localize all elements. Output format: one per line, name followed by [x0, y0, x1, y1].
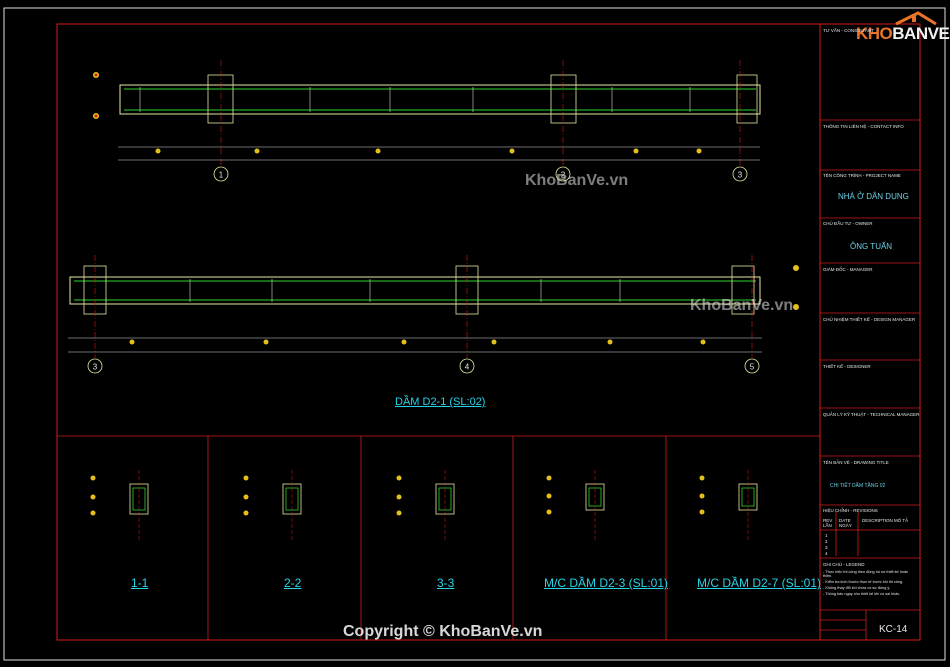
axis-bubble — [732, 166, 748, 182]
tb-rev-col: REV LẦN — [823, 518, 833, 528]
tb-contact-label: THÔNG TIN LIÊN HỆ - CONTACT INFO — [823, 124, 904, 129]
section-d2-3-drawing — [546, 470, 605, 540]
section-3-3-drawing — [396, 470, 455, 540]
axis-bubble — [555, 166, 571, 182]
axis-bubble — [87, 358, 103, 374]
beam-lower — [68, 255, 799, 358]
axis-label: 2 — [561, 171, 566, 180]
tb-tech-manager-label: QUẢN LÝ KỸ THUẬT - TECHNICAL MANAGER — [823, 412, 920, 417]
axis-label: 3 — [93, 363, 98, 372]
tb-drawing-title-label: TÊN BẢN VẼ - DRAWING TITLE — [823, 460, 889, 465]
khobanve-logo: KHOBANVE — [852, 10, 950, 48]
section-dividers — [57, 435, 820, 640]
tb-note: - Kiểm tra kích thước thực tế trước khi … — [823, 580, 904, 584]
tb-rev-row: 2 — [825, 539, 828, 544]
section-2-2-drawing — [243, 470, 302, 540]
section-title-d2-3: M/C DẦM D2-3 (SL:01) — [544, 576, 669, 590]
tb-drawing-title: CHI TIẾT DẦM TẦNG 02 — [830, 483, 886, 489]
title-block-frame — [819, 23, 921, 641]
section-d2-7-drawing — [699, 470, 758, 540]
outer-frame — [3, 7, 946, 661]
sheet-code: KC-14 — [879, 624, 908, 635]
logo-wordmark: KHOBANVE — [856, 24, 950, 43]
tb-note: - Không thay đổi khi chưa có sự đồng ý. — [823, 586, 891, 590]
copyright-text: Copyright © KhoBanVe.vn — [343, 623, 543, 640]
tb-rev-row: 4 — [825, 551, 828, 556]
watermark-text: KhoBanVe.vn — [690, 297, 794, 314]
axis-label: 5 — [750, 363, 755, 372]
axis-bubble — [459, 358, 475, 374]
section-title-2-2: 2-2 — [284, 576, 302, 590]
section-title-1-1: 1-1 — [131, 576, 149, 590]
tb-rev-col: DATE NGÀY — [839, 518, 852, 528]
drawing-frame — [56, 23, 821, 641]
tb-revision-label: HIỆU CHỈNH - REVISIONS — [823, 508, 878, 513]
tb-rev-col: DESCRIPTION MÔ TẢ — [862, 518, 909, 523]
house-roof-icon — [895, 11, 937, 26]
section-title-d2-7: M/C DẦM D2-7 (SL:01) — [697, 576, 822, 590]
tb-note: - Thực hiện thi công theo đúng hồ sơ thi… — [823, 570, 909, 578]
tb-chief-designer-label: CHỦ NHIỆM THIẾT KẾ - DESIGN MANAGER — [823, 317, 916, 322]
beam-title: DẦM D2-1 (SL:02) — [395, 396, 486, 408]
axis-label: 1 — [219, 171, 224, 180]
tb-note: - Thông báo ngay cho thiết kế khi có sai… — [823, 592, 901, 596]
axis-label: 3 — [738, 171, 743, 180]
section-1-1-drawing — [90, 470, 149, 540]
tb-rev-row: 3 — [825, 545, 828, 550]
tb-project-name: NHÀ Ở DÂN DỤNG — [838, 192, 909, 201]
tb-owner-name: ÔNG TUẤN — [850, 242, 893, 251]
title-block-dividers — [820, 119, 920, 640]
section-title-3-3: 3-3 — [437, 576, 455, 590]
axis-bubble — [213, 166, 229, 182]
tb-director-label: GIÁM ĐỐC - MANAGER — [823, 267, 873, 272]
tb-rev-row: 1 — [825, 533, 828, 538]
beam-upper — [93, 60, 761, 165]
axis-bubble — [744, 358, 760, 374]
tb-owner-label: CHỦ ĐẦU TƯ - OWNER — [823, 221, 873, 226]
tb-consultant-label: TƯ VẤN - CONSULTANT — [823, 28, 874, 33]
tb-project-label: TÊN CÔNG TRÌNH - PROJECT NAME — [823, 173, 901, 178]
watermark-text: KhoBanVe.vn — [525, 172, 629, 189]
tb-notes-label: GHI CHÚ - LEGEND — [823, 562, 865, 567]
tb-designer-label: THIẾT KẾ - DESIGNER — [823, 364, 871, 369]
axis-label: 4 — [465, 363, 470, 372]
